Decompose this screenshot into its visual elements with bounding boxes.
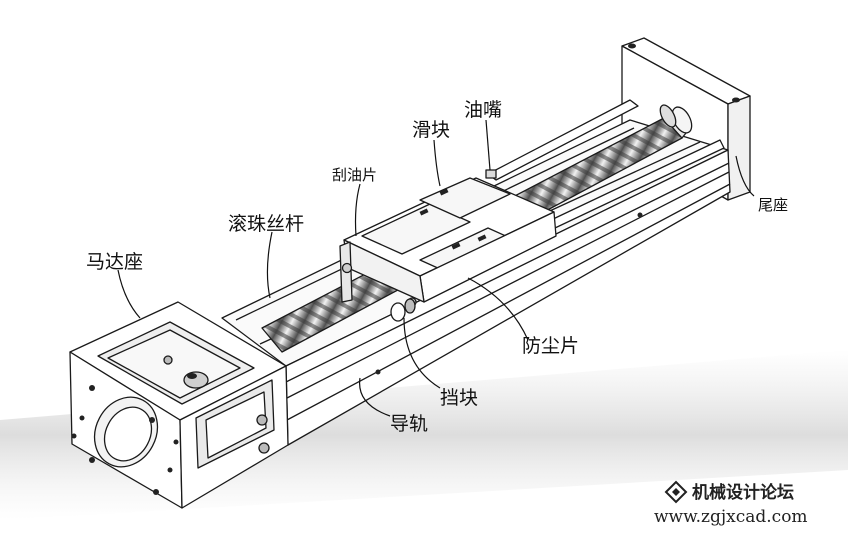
watermark-title: 机械设计论坛 [692, 482, 794, 503]
watermark-url: www.zgjxcad.com [654, 507, 808, 527]
label-grease-nipple: 油嘴 [464, 99, 502, 121]
slider-block [339, 169, 557, 307]
label-stopper: 挡块 [440, 387, 478, 409]
label-motor-seat: 马达座 [86, 251, 143, 273]
stopper [390, 298, 416, 322]
label-guide-rail: 导轨 [390, 413, 428, 435]
label-slider: 滑块 [412, 119, 450, 141]
forum-logo-icon [664, 480, 688, 504]
watermark: 机械设计论坛 www.zgjxcad.com [654, 480, 808, 527]
label-wiper: 刮油片 [332, 166, 377, 184]
motor-seat [69, 301, 289, 509]
label-ball-screw: 滚珠丝杆 [228, 213, 304, 235]
label-dust-cover: 防尘片 [522, 335, 579, 357]
leader-lines [117, 119, 755, 417]
label-tail-seat: 尾座 [758, 196, 788, 214]
